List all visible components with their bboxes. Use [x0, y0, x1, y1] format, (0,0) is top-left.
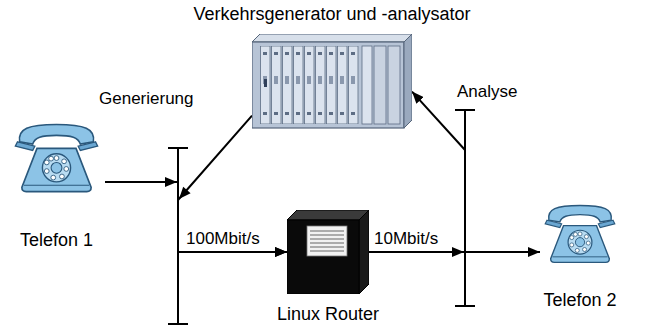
telephone-icon-graphic: [8, 118, 105, 196]
router-box: Linux Router: [287, 210, 369, 294]
bus-lines: [168, 110, 475, 324]
telephone-icon-graphic: [540, 200, 620, 266]
link-label: Analyse: [455, 82, 519, 101]
node-label: Linux Router: [277, 304, 379, 324]
telephone-icon: Telefon 2: [540, 200, 620, 266]
router-box-graphic: [287, 210, 369, 294]
node-label: Telefon 2: [543, 290, 616, 310]
signal-arrow: [105, 182, 287, 252]
traffic-generator-rack-graphic: [252, 34, 412, 130]
link-label: Generierung: [97, 89, 196, 108]
signal-arrow: [178, 116, 287, 252]
link-label: 100Mbit/s: [184, 229, 262, 248]
telephone-icon: Telefon 1: [8, 118, 105, 196]
node-label: Verkehrsgenerator und -analysator: [193, 4, 470, 24]
link-label: 10Mbit/s: [372, 229, 440, 248]
node-label: Telefon 1: [20, 230, 93, 250]
traffic-generator-rack: Verkehrsgenerator und -analysator: [252, 34, 412, 130]
